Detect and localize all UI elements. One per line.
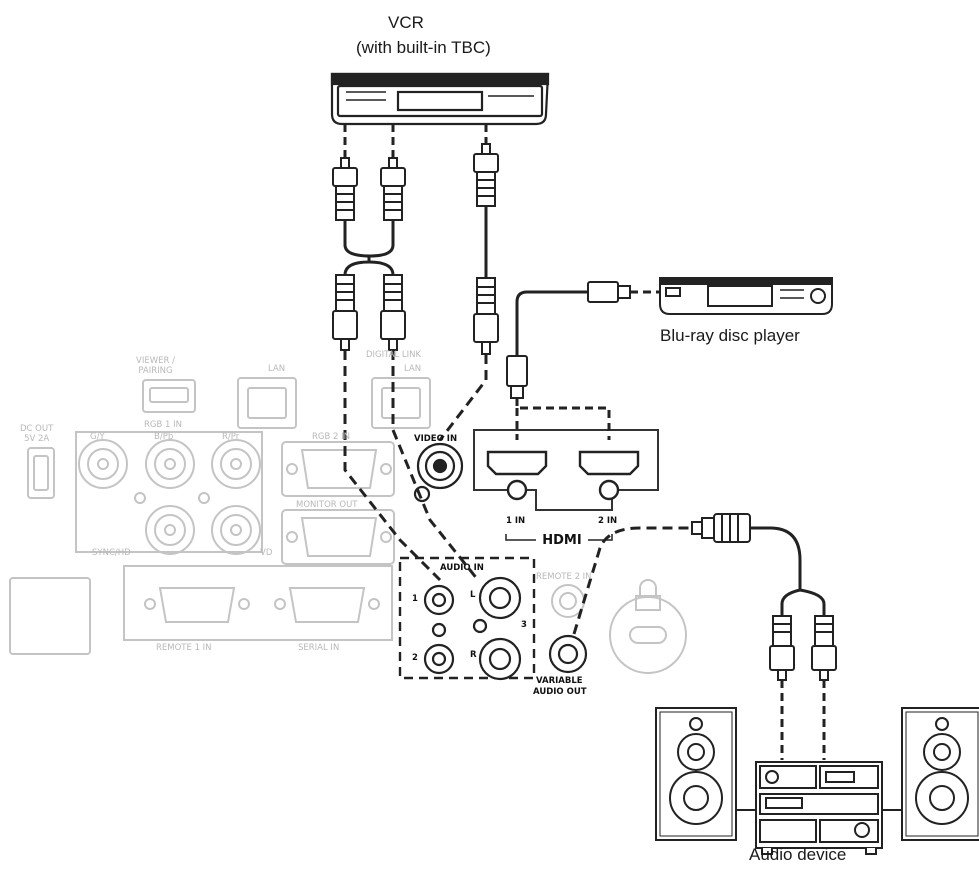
digital-link-port bbox=[371, 377, 431, 429]
rgb2-port bbox=[300, 449, 378, 489]
bpb-label: B/Pb bbox=[154, 432, 174, 442]
lan-label: LAN bbox=[268, 364, 286, 374]
monitor-out-port bbox=[300, 517, 378, 557]
rca-plug bbox=[473, 277, 499, 355]
audio-l-to-input bbox=[343, 350, 442, 582]
vcr-subtitle: (with built-in TBC) bbox=[356, 38, 491, 57]
audio-1-label: 1 bbox=[412, 594, 418, 604]
hdmi-2-port bbox=[578, 450, 640, 501]
hdmi1-label: 1 IN bbox=[506, 516, 526, 526]
audio-device-label: Audio device bbox=[749, 845, 847, 864]
video-in-label: VIDEO IN bbox=[414, 434, 458, 444]
rpr-label: R/Pr bbox=[222, 432, 240, 442]
dc-out-label: DC OUT 5V 2A bbox=[20, 424, 54, 444]
rgb2-frame bbox=[281, 441, 395, 497]
hdmi-logo-text: HDMI bbox=[542, 533, 581, 548]
blank-plate bbox=[9, 577, 91, 655]
audio-in-label: AUDIO IN bbox=[440, 563, 484, 573]
audio-l-label: L bbox=[470, 590, 476, 600]
audio-2-label: 2 bbox=[412, 653, 418, 663]
vcr-audio-y-cable bbox=[343, 220, 395, 258]
variable-label: VARIABLE bbox=[536, 676, 583, 686]
audio-3-label: 3 bbox=[521, 620, 527, 630]
remote1-port bbox=[158, 587, 236, 623]
rca-plug bbox=[332, 157, 358, 221]
bluray-label: Blu-ray disc player bbox=[660, 326, 800, 345]
audio-r-to-input bbox=[391, 350, 480, 581]
remote1-label: REMOTE 1 IN bbox=[156, 643, 212, 653]
rca-plug bbox=[811, 615, 837, 681]
viewer-pairing-port bbox=[142, 379, 196, 413]
dc-out-port bbox=[27, 447, 55, 499]
audio-out-cable bbox=[572, 526, 692, 635]
audio-r-label: R bbox=[470, 650, 477, 660]
rca-plug bbox=[473, 143, 499, 207]
remote2-label: REMOTE 2 IN bbox=[536, 572, 592, 582]
digital-link-label: DIGITAL LINK bbox=[366, 350, 422, 360]
speaker-left bbox=[655, 707, 737, 841]
rca-plug bbox=[332, 274, 358, 351]
gy-label: G/Y bbox=[90, 432, 105, 442]
video-in-port bbox=[413, 442, 464, 503]
bluray-device bbox=[659, 277, 833, 315]
hdmi-1-port bbox=[486, 450, 548, 501]
sync-label: SYNC/HD bbox=[92, 548, 131, 558]
rca-plugs-upper bbox=[332, 143, 499, 221]
digital-link-lan-label: LAN bbox=[404, 364, 422, 374]
hdmi-plugs bbox=[506, 281, 631, 399]
lan-port bbox=[237, 377, 297, 429]
audio-in-jacks bbox=[423, 576, 522, 681]
stereo-unit bbox=[755, 761, 883, 855]
vcr-title: VCR bbox=[388, 13, 424, 32]
rca-plug bbox=[380, 157, 406, 221]
viewer-pairing-label: VIEWER / PAIRING bbox=[136, 356, 175, 376]
rgb1-frame bbox=[75, 431, 263, 553]
mini-plug bbox=[691, 513, 751, 543]
projector-panel bbox=[9, 377, 687, 674]
hdmi2-label: 2 IN bbox=[598, 516, 618, 526]
rca-plug bbox=[769, 615, 795, 681]
serial-port bbox=[288, 587, 366, 623]
hdmi-plug-right bbox=[587, 281, 631, 303]
vd-label: VD bbox=[260, 548, 273, 558]
rgb2-label: RGB 2 IN bbox=[312, 432, 351, 442]
audio-out-label: AUDIO OUT bbox=[533, 687, 587, 697]
hdmi-cable bbox=[515, 290, 588, 356]
security-slot bbox=[609, 596, 687, 674]
serial-label: SERIAL IN bbox=[298, 643, 340, 653]
speaker-right bbox=[901, 707, 979, 841]
audio-in-frame bbox=[398, 556, 536, 680]
audio-system bbox=[655, 707, 979, 855]
hdmi-logo: HDMI bbox=[505, 533, 613, 548]
rgb1-label: RGB 1 IN bbox=[144, 420, 183, 430]
monitor-out-label: MONITOR OUT bbox=[296, 500, 358, 510]
rca-plug bbox=[380, 274, 406, 351]
video-to-input bbox=[438, 354, 488, 441]
cables bbox=[343, 124, 826, 760]
rca-plugs-lower bbox=[332, 274, 837, 681]
variable-audio-out-port bbox=[548, 634, 588, 674]
vcr-device bbox=[330, 72, 550, 126]
hdmi-plug-down bbox=[506, 355, 528, 399]
bnc-connectors bbox=[78, 439, 261, 555]
